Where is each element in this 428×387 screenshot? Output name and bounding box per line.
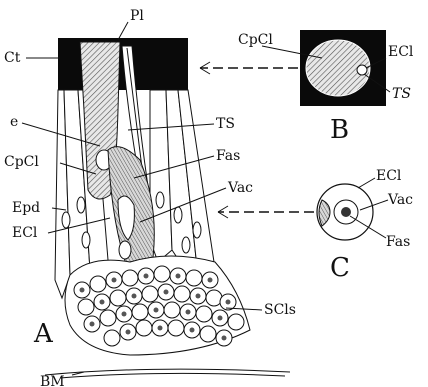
- label-ts-b: TS: [392, 86, 411, 102]
- panel-c: ECl Vac Fas C: [317, 168, 413, 283]
- fascicle-c: [341, 207, 351, 217]
- label-ct: Ct: [4, 50, 21, 66]
- label-vac-a: Vac: [227, 180, 253, 196]
- label-ecl-b: ECl: [388, 44, 414, 60]
- panel-letter-b: B: [330, 115, 349, 145]
- label-cpcl-a: CpCl: [4, 154, 39, 170]
- dashed-arrow-to-c: [218, 206, 314, 218]
- panel-b: CpCl ECl TS B: [238, 30, 414, 145]
- label-e: e: [10, 114, 18, 130]
- label-bm: BM: [40, 374, 65, 387]
- label-fas-c: Fas: [386, 234, 410, 250]
- label-cpcl-b: CpCl: [238, 32, 273, 48]
- label-ecl-c: ECl: [376, 168, 402, 184]
- dashed-arrow-to-b: [200, 62, 298, 74]
- panel-letter-a: A: [33, 319, 54, 349]
- sense-cells-cluster: [65, 256, 250, 355]
- label-pl: Pl: [130, 8, 144, 24]
- terminal-strand-section-b: [357, 65, 367, 75]
- label-scls: SCls: [264, 302, 296, 318]
- label-ts-a: TS: [216, 116, 235, 132]
- label-ecl-a: ECl: [12, 225, 38, 241]
- panel-letter-c: C: [330, 253, 350, 283]
- label-fas-a: Fas: [216, 148, 240, 164]
- label-epd: Epd: [12, 200, 40, 216]
- label-vac-c: Vac: [387, 192, 413, 208]
- panel-a: Pl Ct e TS CpCl Fas Epd Vac ECl SCls BM …: [4, 8, 296, 387]
